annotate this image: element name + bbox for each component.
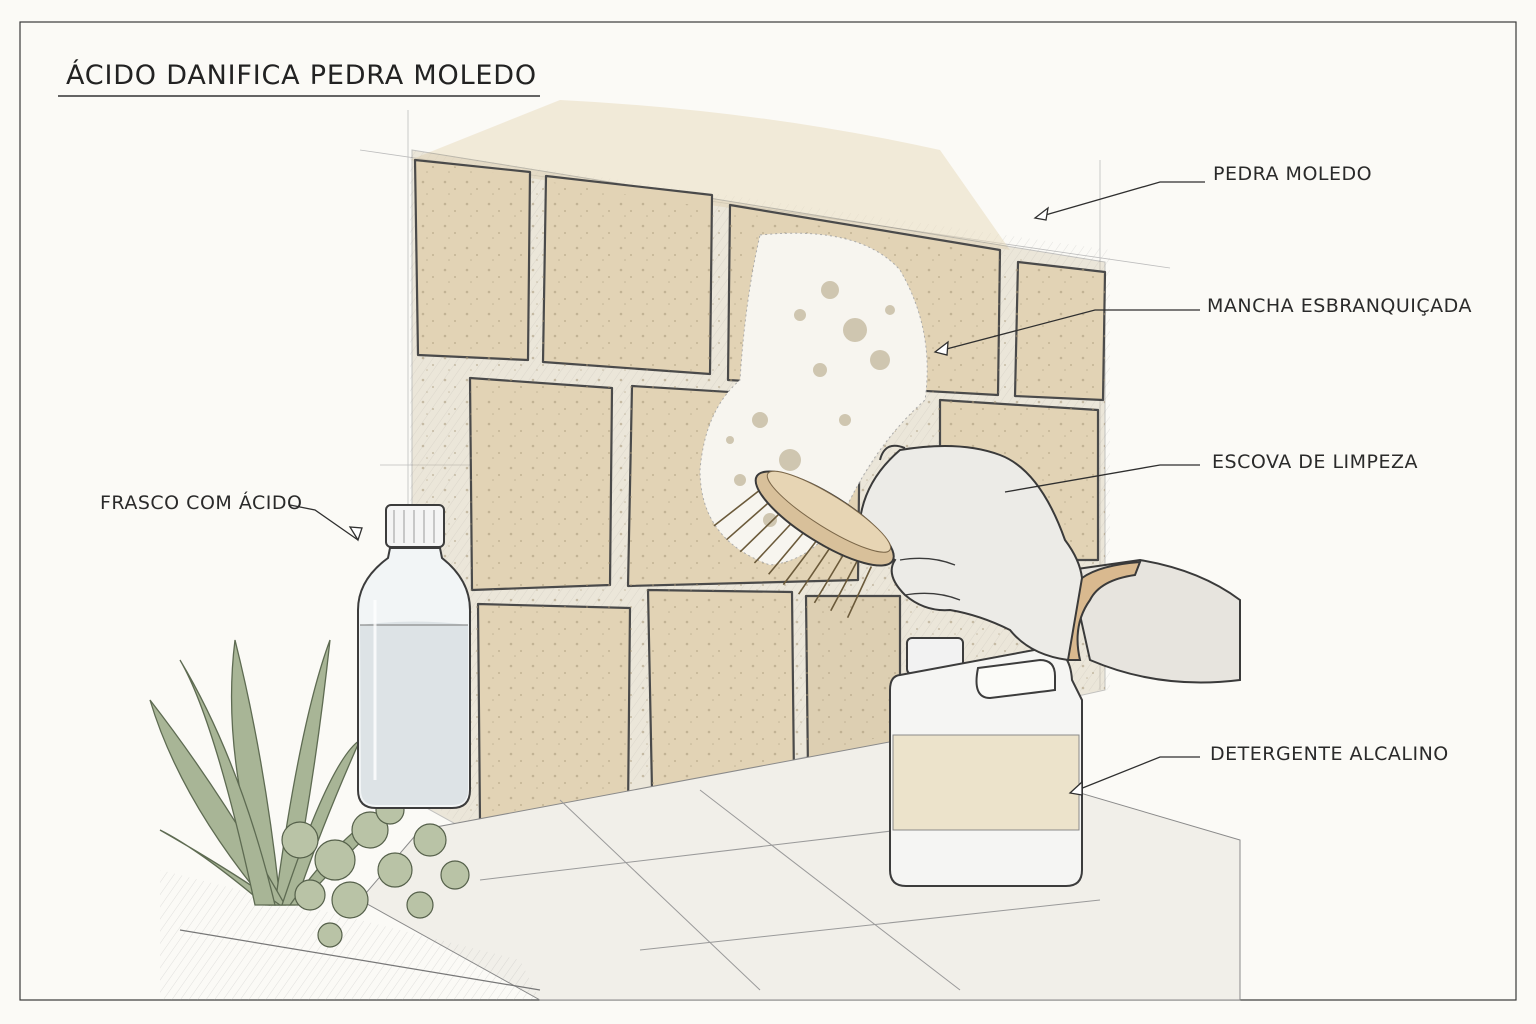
detergent-jug [889,637,1083,887]
leader-stain [934,309,1200,353]
leader-acid [289,504,359,541]
forearm [1068,558,1241,684]
acid-bottle [357,504,471,809]
leader-detergent [1069,756,1200,794]
wall-top-glow [410,100,1010,250]
arrowheads [348,206,1083,796]
page-title: ÁCIDO DANIFICA PEDRA MOLEDO [66,60,537,91]
leader-brush [1004,464,1200,493]
bottle-cap [385,504,445,548]
acid-liquid [360,621,468,805]
gloved-hand [858,444,1241,684]
label-stain: MANCHA ESBRANQUIÇADA [1207,295,1472,317]
ground-cover-leaves [281,795,470,948]
label-acid-bottle: FRASCO COM ÁCIDO [100,492,303,514]
label-brush: ESCOVA DE LIMPEZA [1212,451,1419,473]
leader-lines [289,181,1205,794]
label-detergent: DETERGENTE ALCALINO [1210,743,1449,765]
jug-handle [975,658,1056,700]
jug-label [892,734,1080,831]
cleaning-brush [713,470,895,619]
label-stone: PEDRA MOLEDO [1213,163,1373,185]
leader-stone [1034,181,1205,219]
